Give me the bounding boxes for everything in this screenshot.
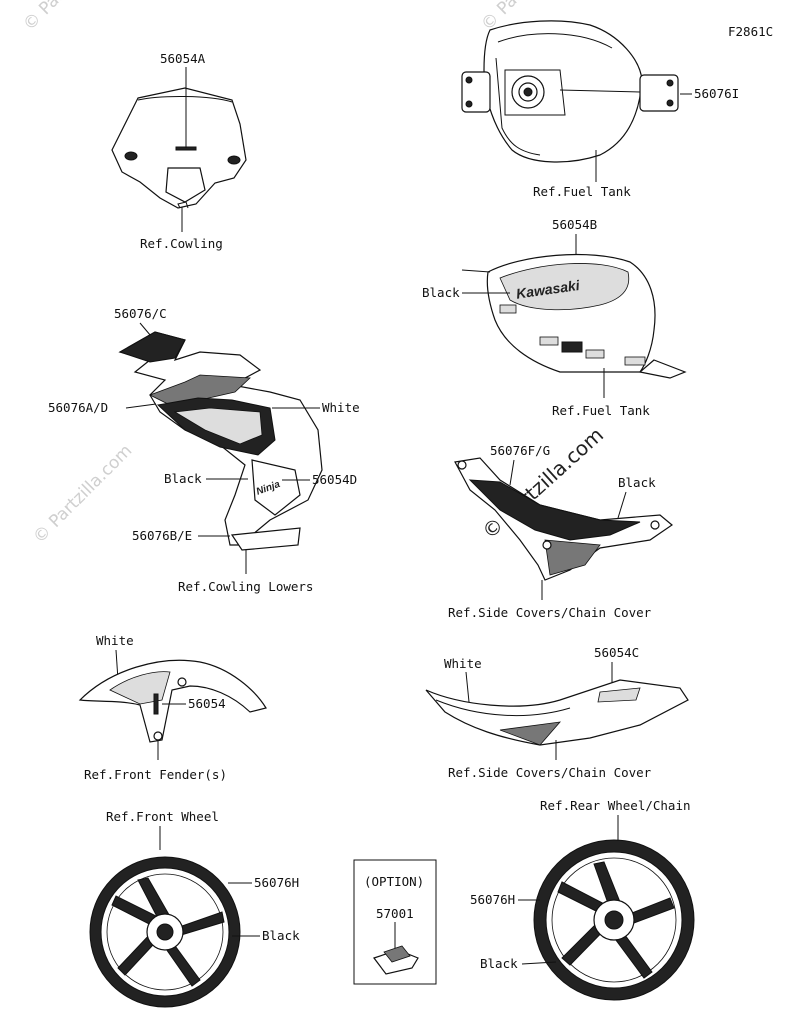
- tail-cover-illustration: [425, 679, 689, 746]
- label-option: (OPTION): [364, 874, 424, 889]
- label-56076-c: 56076/C: [114, 306, 167, 321]
- front-fender-illustration: [78, 659, 267, 743]
- label-57001: 57001: [376, 906, 414, 921]
- label-ref-front-wheel: Ref.Front Wheel: [106, 809, 219, 824]
- label-rear-wheel-56076h: 56076H: [470, 892, 515, 907]
- label-56054d: 56054D: [312, 472, 357, 487]
- label-ref-side-covers-2: Ref.Side Covers/Chain Cover: [448, 765, 652, 780]
- figure-code: F2861C: [728, 24, 773, 39]
- label-56076i: 56076I: [694, 86, 739, 101]
- label-ref-cowling: Ref.Cowling: [140, 236, 223, 251]
- label-ref-fuel-tank-top: Ref.Fuel Tank: [533, 184, 631, 199]
- label-side-cover-black: Black: [618, 475, 656, 490]
- label-ref-rear-wheel: Ref.Rear Wheel/Chain: [540, 798, 691, 813]
- label-56054: 56054: [188, 696, 226, 711]
- label-tank-black: Black: [422, 285, 460, 300]
- label-ref-side-covers-1: Ref.Side Covers/Chain Cover: [448, 605, 652, 620]
- label-cowling-white: White: [322, 400, 360, 415]
- option-box: [353, 859, 437, 985]
- front-wheel-illustration: [89, 856, 241, 1008]
- label-rear-wheel-black: Black: [480, 956, 518, 971]
- label-ref-cowling-lowers: Ref.Cowling Lowers: [178, 579, 313, 594]
- cowling-illustration: Ninja: [118, 331, 323, 551]
- fuel-tank-side-illustration: Kawasaki: [461, 253, 687, 379]
- label-fender-white: White: [96, 633, 134, 648]
- label-ref-fuel-tank-side: Ref.Fuel Tank: [552, 403, 650, 418]
- label-56054c: 56054C: [594, 645, 639, 660]
- watermark-left: © Partzilla.com: [29, 441, 136, 548]
- rear-wheel-illustration: [533, 839, 695, 1001]
- label-56076f-g: 56076F/G: [490, 443, 550, 458]
- label-ref-front-fender: Ref.Front Fender(s): [84, 767, 227, 782]
- label-front-wheel-black: Black: [262, 928, 300, 943]
- windshield-illustration: [111, 87, 247, 209]
- label-tail-white: White: [444, 656, 482, 671]
- label-front-wheel-56076h: 56076H: [254, 875, 299, 890]
- label-56054b: 56054B: [552, 217, 597, 232]
- label-56054a: 56054A: [160, 51, 206, 66]
- label-56076b-e: 56076B/E: [132, 528, 192, 543]
- side-cover-illustration: [454, 457, 673, 581]
- fuel-tank-top-illustration: [461, 20, 679, 163]
- watermark-top-left: © Partzilla.com: [19, 0, 126, 35]
- label-56076a-d: 56076A/D: [48, 400, 108, 415]
- label-cowling-black: Black: [164, 471, 202, 486]
